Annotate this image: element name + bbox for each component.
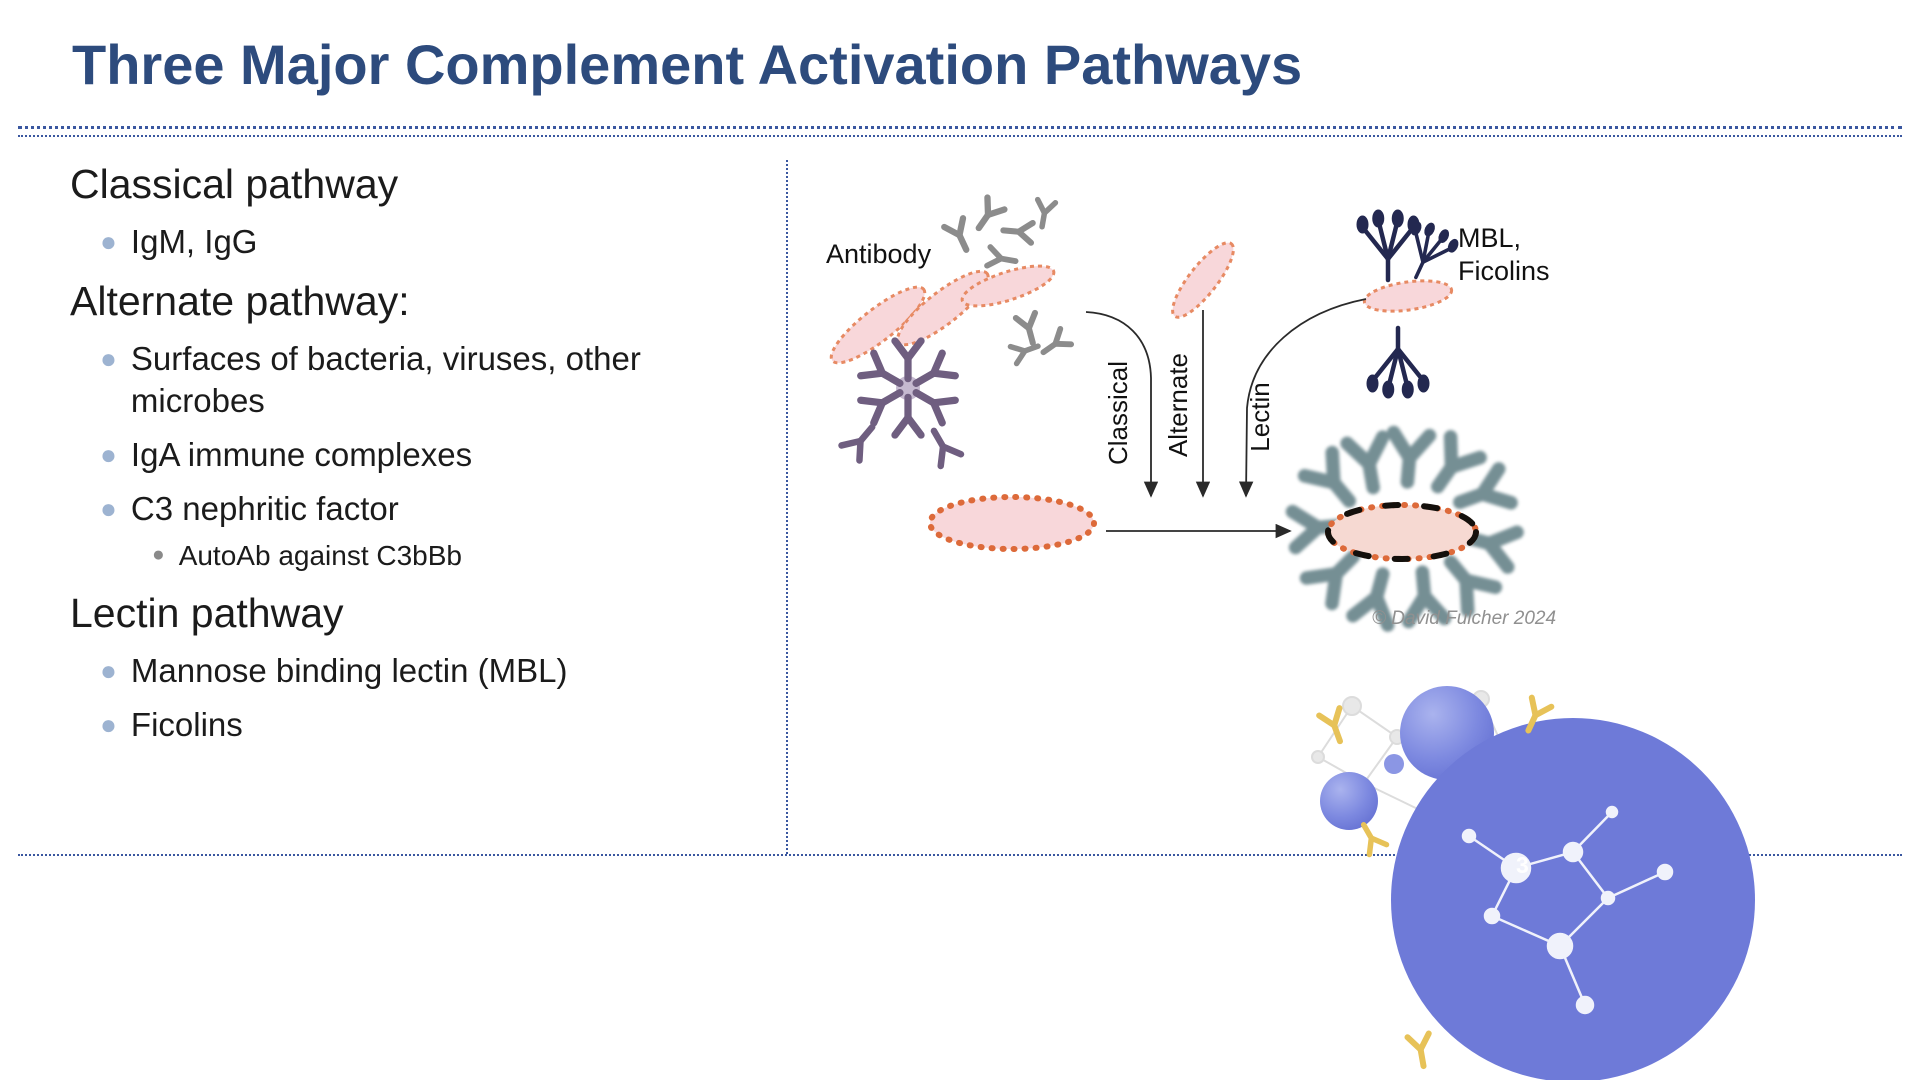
bullet-text: Ficolins xyxy=(130,705,243,743)
bacteria-ovals xyxy=(829,241,1454,365)
opsonized-cell-icon xyxy=(1292,432,1517,625)
vertical-divider xyxy=(786,160,788,854)
subbullet-icon: ● xyxy=(152,543,165,567)
bullet-icon: ● xyxy=(100,654,117,686)
mbl-label-line1: MBL, xyxy=(1458,223,1521,253)
copyright-text: © David Fulcher 2024 xyxy=(1372,608,1556,629)
bullet-icon: ● xyxy=(100,343,117,375)
page-number: 3 xyxy=(1516,852,1529,878)
bullet-iga-complexes: ● IgA immune complexes xyxy=(100,434,750,476)
bullet-mbl: ● Mannose binding lectin (MBL) xyxy=(100,650,750,692)
slide-title: Three Major Complement Activation Pathwa… xyxy=(72,33,1303,96)
heading-classical-pathway: Classical pathway xyxy=(70,161,399,207)
classical-arrow xyxy=(1085,311,1159,498)
title-divider-line-2 xyxy=(18,135,1902,137)
bullet-text: Surfaces of bacteria, viruses, other mic… xyxy=(130,340,641,420)
bullet-icon: ● xyxy=(100,708,117,740)
bullet-surfaces: ● Surfaces of bacteria, viruses, other m… xyxy=(100,338,750,422)
pathways-diagram: Antibody MBL, Ficolins Classical Alterna… xyxy=(826,150,1755,1080)
bullet-icon: ● xyxy=(100,226,117,258)
molecule-network-white xyxy=(1461,805,1674,1015)
bullet-text: IgM, IgG xyxy=(130,223,258,261)
antibody-label: Antibody xyxy=(826,239,932,269)
igm-pentamer-icon xyxy=(842,341,961,466)
lectin-arrow xyxy=(1238,298,1367,498)
bullet-ficolins: ● Ficolins xyxy=(100,704,750,746)
bullet-icon: ● xyxy=(100,493,117,525)
alternate-arrow-label: Alternate xyxy=(1163,353,1193,457)
pathway-arrows xyxy=(1085,298,1367,539)
classical-arrow-label: Classical xyxy=(1103,361,1133,465)
bullet-text: C3 nephritic factor xyxy=(130,490,399,528)
mbl-label-line2: Ficolins xyxy=(1458,256,1550,286)
bullet-text: Mannose binding lectin (MBL) xyxy=(130,651,568,689)
outline-panel: Classical pathway ● IgM, IgG Alternate p… xyxy=(70,160,750,746)
title-divider-line-1 xyxy=(18,126,1902,129)
subbullet-text: AutoAb against C3bBb xyxy=(178,540,462,572)
bullet-text: IgA immune complexes xyxy=(130,436,473,474)
bacterium-large-icon xyxy=(927,494,1097,552)
subbullet-autoab: ● AutoAb against C3bBb xyxy=(152,538,750,574)
lectin-arrow-label: Lectin xyxy=(1245,382,1275,451)
heading-lectin-pathway: Lectin pathway xyxy=(70,589,344,636)
footer-divider xyxy=(18,854,1902,856)
heading-alternate-pathway: Alternate pathway: xyxy=(70,278,410,325)
title-divider xyxy=(18,126,1902,137)
bullet-igm-igg: ● IgM, IgG xyxy=(100,221,750,263)
bullet-c3-nephritic: ● C3 nephritic factor xyxy=(100,488,750,530)
decorative-blue-circles xyxy=(1320,686,1755,1080)
bullet-icon: ● xyxy=(100,439,117,471)
